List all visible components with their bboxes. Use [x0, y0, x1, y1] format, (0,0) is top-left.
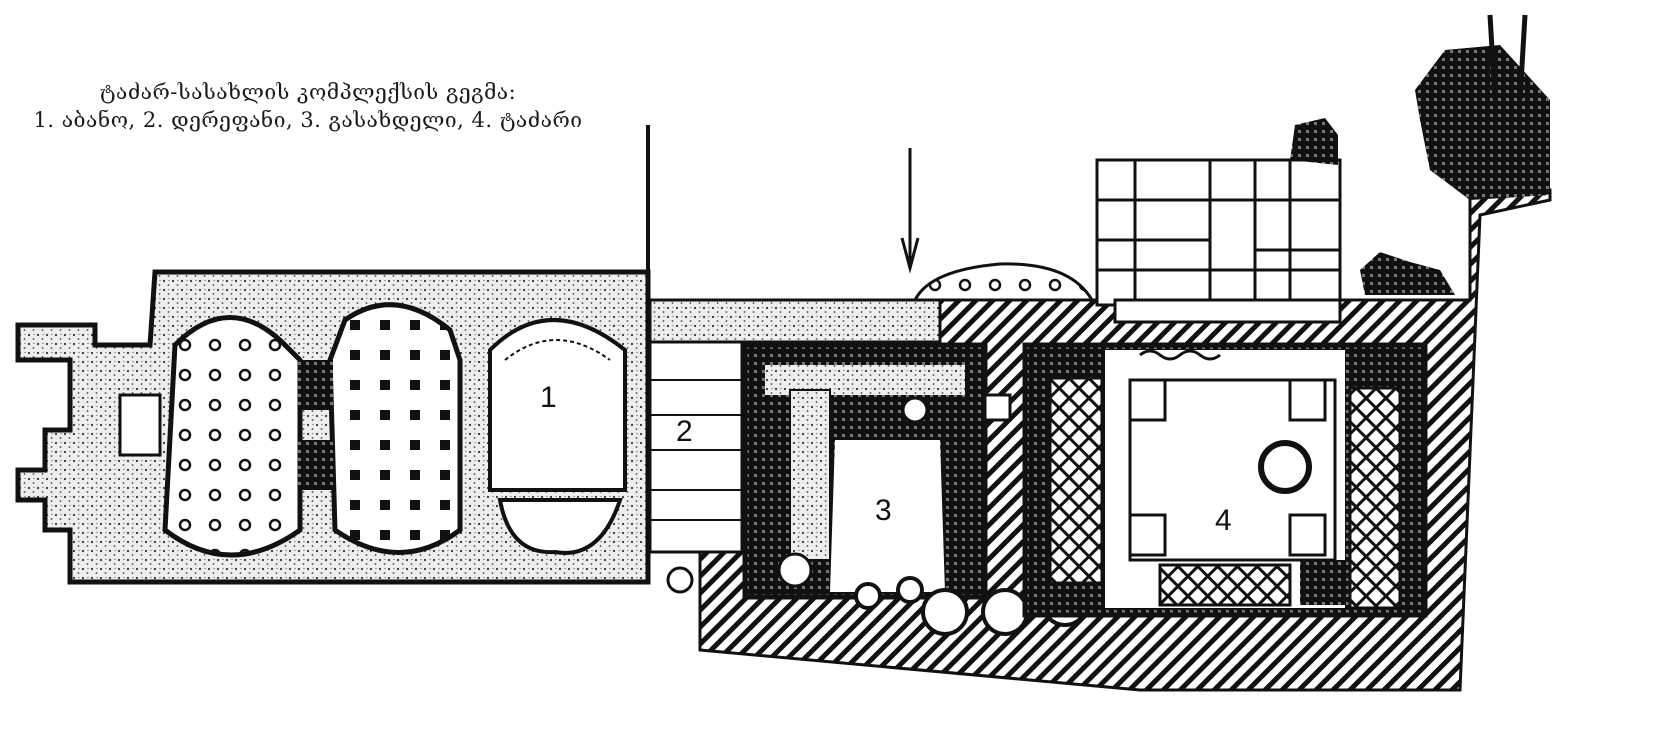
plan-legend: 1. აბანო, 2. დერეფანი, 3. გასახდელი, 4. … [33, 108, 583, 132]
upper-passage [648, 298, 942, 344]
plan-title: ტაძარ-სასახლის კომპლექსის გეგმა: [99, 80, 517, 104]
rock-fragment [1360, 252, 1455, 295]
room-1-label: 1 [540, 381, 557, 414]
tower-ruin [1415, 14, 1550, 200]
temple: 4 [1022, 342, 1428, 618]
room-3-label: 3 [875, 494, 892, 527]
corridor: 2 [648, 340, 744, 594]
stone-mound [912, 262, 1095, 302]
entrance-arrow-icon [900, 148, 920, 274]
bath-complex: 1 [15, 269, 651, 585]
paving-grid [1095, 158, 1342, 324]
changing-room: 3 [742, 342, 988, 600]
plan-caption: ტაძარ-სასახლის კომპლექსის გეგმა: 1. აბან… [18, 78, 598, 134]
room-4-label: 4 [1215, 504, 1232, 537]
ruin-fragment [1290, 118, 1338, 165]
room-2-label: 2 [676, 415, 693, 448]
